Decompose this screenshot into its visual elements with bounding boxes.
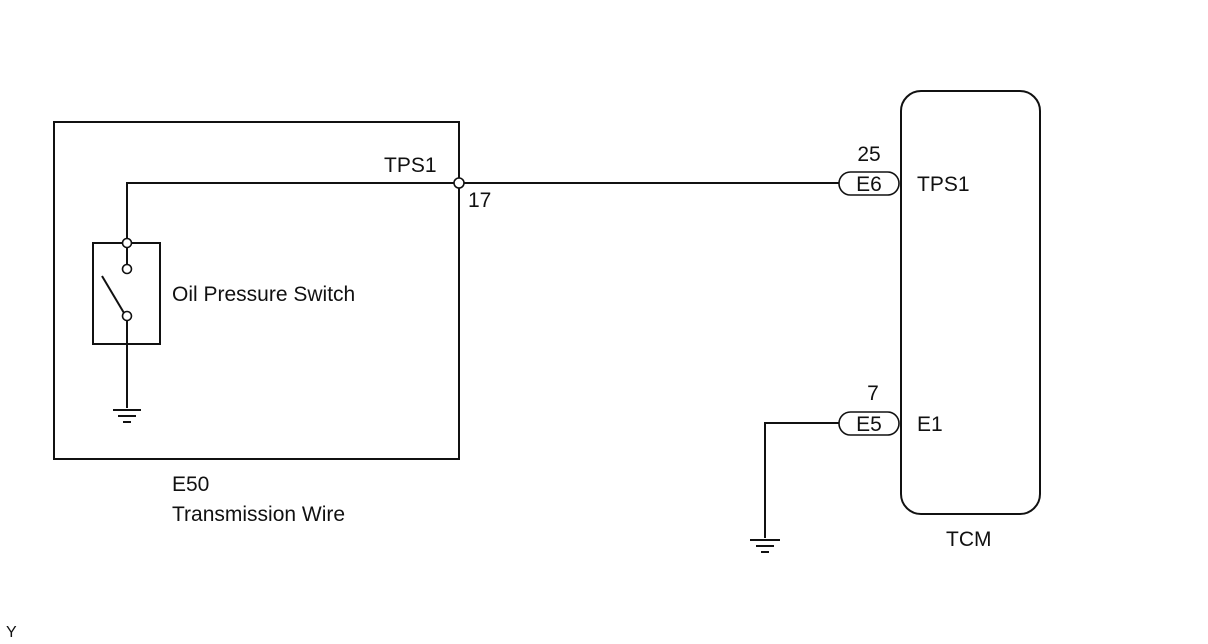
switch-contact-upper xyxy=(121,263,133,275)
connector-e5-pin: 7 xyxy=(867,382,879,405)
footer-code: Y xyxy=(6,624,17,641)
switch-blade xyxy=(101,275,125,314)
e50-terminal-pin: 17 xyxy=(468,189,491,212)
signal-wire-internal xyxy=(126,182,459,243)
switch-label: Oil Pressure Switch xyxy=(172,283,355,306)
connector-e6-label: E6 xyxy=(856,173,882,196)
ground-icon xyxy=(113,409,141,423)
connector-e6: E6 xyxy=(838,171,900,196)
e50-terminal-node xyxy=(453,177,465,189)
switch-contact-lower xyxy=(121,310,133,322)
tcm-signal-e1: E1 xyxy=(917,413,943,436)
harness-id: E50 xyxy=(172,473,209,496)
e50-terminal-label: TPS1 xyxy=(384,154,437,177)
harness-name: Transmission Wire xyxy=(172,503,345,526)
transmission-wire-box xyxy=(53,121,460,460)
connector-e5-label: E5 xyxy=(856,413,882,436)
switch-top-node xyxy=(121,237,133,249)
ground-icon xyxy=(750,539,780,553)
tcm-box xyxy=(900,90,1041,515)
tcm-signal-tps1: TPS1 xyxy=(917,173,970,196)
connector-e6-pin: 25 xyxy=(857,143,880,166)
ground-wire-tcm xyxy=(764,422,840,538)
connector-e5: E5 xyxy=(838,411,900,436)
tcm-label: TCM xyxy=(946,528,992,551)
